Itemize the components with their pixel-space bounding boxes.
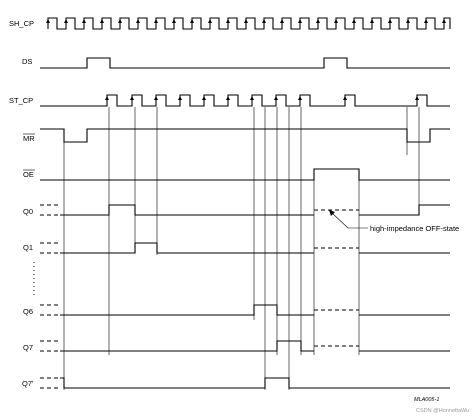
oe-waveform bbox=[40, 168, 450, 181]
label-q1: Q1 bbox=[23, 243, 33, 252]
q1-waveform bbox=[40, 242, 450, 254]
annotation-pointer bbox=[329, 210, 368, 229]
st-cp-edge-arrows bbox=[105, 96, 419, 100]
q7s-waveform bbox=[40, 377, 450, 389]
label-q0: Q0 bbox=[23, 207, 33, 216]
mr-waveform bbox=[40, 128, 450, 143]
q7-waveform bbox=[40, 340, 450, 352]
label-sh-cp: SH_CP bbox=[9, 19, 34, 28]
sh-cp-edge-arrows bbox=[46, 19, 446, 23]
label-oe: OE bbox=[23, 170, 34, 179]
figure-code: MLA005-1 bbox=[414, 397, 439, 403]
q0-waveform bbox=[40, 204, 450, 216]
label-q7: Q7 bbox=[23, 343, 33, 352]
st-cp-waveform bbox=[40, 94, 450, 107]
watermark: CSDN @HonnettaWu bbox=[416, 408, 469, 414]
label-q7s: Q7' bbox=[22, 379, 34, 388]
label-q6: Q6 bbox=[23, 307, 33, 316]
label-ds: DS bbox=[22, 57, 32, 66]
annotation-high-impedance: high-impedance OFF-state bbox=[370, 224, 459, 233]
q6-waveform bbox=[40, 304, 450, 316]
sh-cp-waveform bbox=[47, 17, 451, 30]
timing-reference-lines bbox=[63, 107, 420, 390]
ds-waveform bbox=[40, 57, 450, 69]
label-mr: MR bbox=[23, 134, 35, 143]
label-st-cp: ST_CP bbox=[9, 96, 33, 105]
